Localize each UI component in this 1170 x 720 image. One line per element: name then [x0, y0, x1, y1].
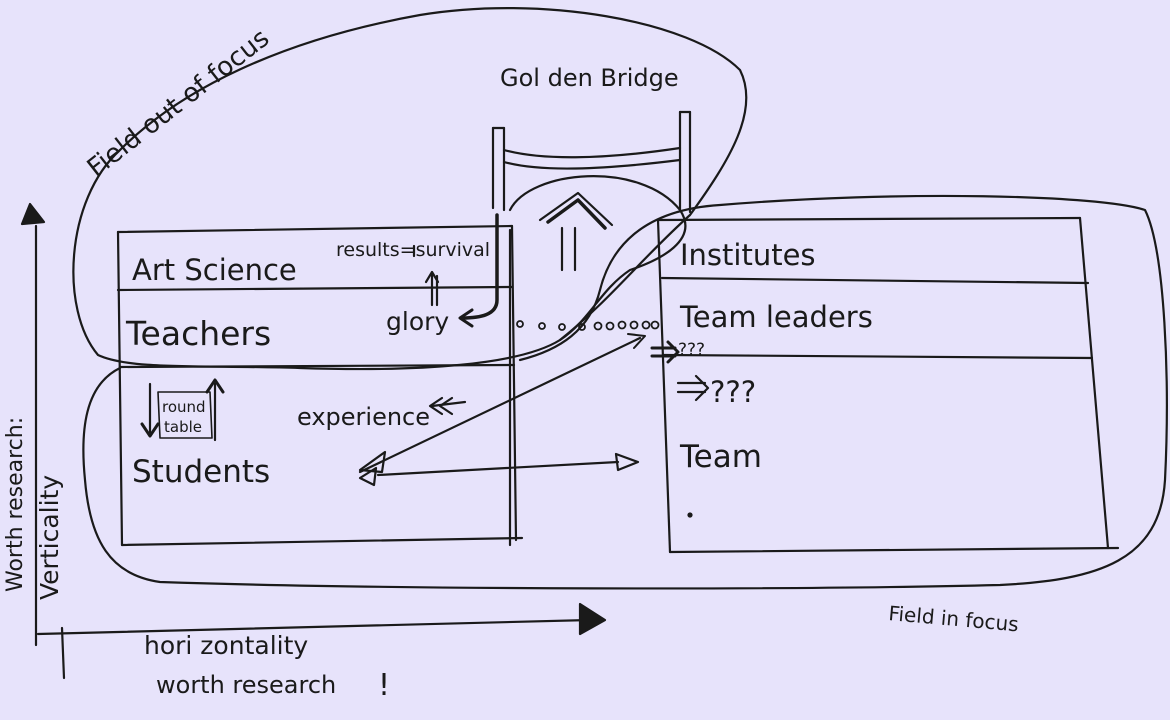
art-science-label: Art Science [132, 253, 297, 287]
golden-bridge [491, 110, 692, 272]
field-in-focus-label: Field in focus [888, 601, 1020, 636]
exclamation-label: ! [378, 668, 390, 703]
worth-research-side-label: Worth research: [3, 417, 28, 592]
students-to-team-arrow [376, 460, 620, 477]
arrow-to-qmarks-small [650, 346, 677, 358]
institutes-label: Institutes [680, 238, 816, 272]
horizontality-label: hori zontality [144, 631, 308, 660]
verticality-label: Verticality [35, 475, 64, 600]
arrow-to-qmarks-big [676, 381, 707, 394]
students-to-team-leaders-arrow [358, 336, 642, 474]
bridge-loop [508, 175, 687, 342]
y-axis-arrowhead [20, 202, 46, 226]
right-box [656, 216, 1120, 554]
glory-label: glory [386, 307, 449, 336]
left-box [116, 224, 524, 547]
team-leaders-label: Team leaders [679, 300, 873, 334]
bridge-to-glory-arrow [460, 213, 499, 320]
qmarks-small-label: ??? [678, 340, 705, 360]
team-label: Team [679, 439, 762, 475]
worth-research-bottom-label: worth research [156, 671, 336, 699]
experience-label: experience [297, 403, 430, 431]
students-label: Students [132, 454, 270, 490]
golden-bridge-label: Gol den Bridge [500, 64, 679, 92]
teachers-label: Teachers [125, 314, 271, 353]
round-table-arrows [140, 378, 225, 442]
round-table-label-line1: round [162, 398, 206, 416]
field-out-of-focus-label: Field out of focus [82, 23, 275, 183]
round-table-label-line2: table [164, 418, 202, 436]
field-out-of-focus-outline [72, 7, 748, 371]
dotted-chain [516, 320, 660, 331]
field-in-focus-outline [82, 194, 1168, 590]
qmarks-big-label: ??? [710, 375, 756, 409]
axes [20, 202, 607, 680]
results-survival-label: results=survival [336, 239, 490, 261]
x-axis-arrowhead [578, 602, 607, 636]
experience-arrow [428, 396, 444, 416]
